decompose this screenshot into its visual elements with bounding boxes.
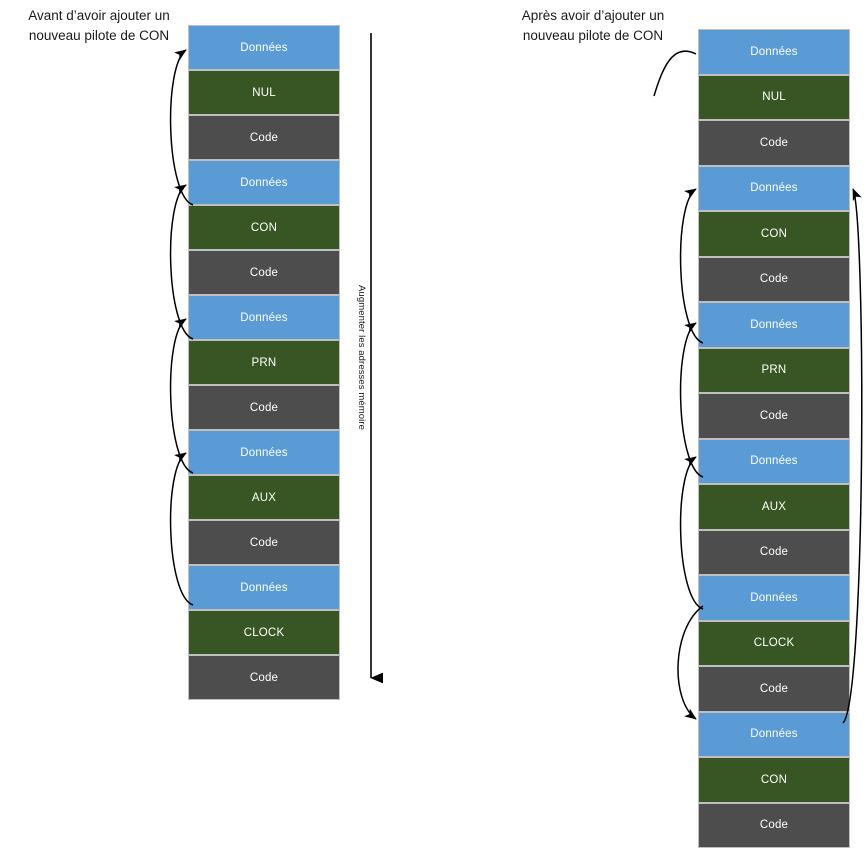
before-block-code-11: Code (188, 520, 340, 565)
after-block-code-2: Code (698, 120, 850, 166)
after-block-code-17: Code (698, 803, 850, 848)
after-block-data-0: Données (698, 29, 850, 75)
before-block-code-14: Code (188, 655, 340, 700)
after-block-data-6: Données (698, 302, 850, 348)
after-block-driver-10: AUX (698, 484, 850, 530)
after-block-data-15: Données (698, 712, 850, 758)
before-block-code-2: Code (188, 115, 340, 160)
after-block-code-5: Code (698, 257, 850, 303)
before-block-driver-4: CON (188, 205, 340, 250)
before-block-driver-7: PRN (188, 340, 340, 385)
after-block-data-12: Données (698, 575, 850, 621)
before-block-data-6: Données (188, 295, 340, 340)
after-block-driver-13: CLOCK (698, 621, 850, 667)
after-block-code-14: Code (698, 666, 850, 712)
after-block-data-3: Données (698, 166, 850, 212)
before-block-data-0: Données (188, 25, 340, 70)
caption-before: Avant d’avoir ajouter un nouveau pilote … (6, 6, 192, 46)
after-block-driver-4: CON (698, 211, 850, 257)
pointer-after-head (654, 51, 696, 96)
before-block-code-8: Code (188, 385, 340, 430)
caption-after: Après avoir d’ajouter un nouveau pilote … (500, 6, 686, 46)
before-block-driver-13: CLOCK (188, 610, 340, 655)
before-block-data-9: Données (188, 430, 340, 475)
before-block-data-12: Données (188, 565, 340, 610)
after-block-data-9: Données (698, 439, 850, 485)
after-block-code-11: Code (698, 530, 850, 576)
before-block-driver-1: NUL (188, 70, 340, 115)
memory-address-axis-label: Augmenter les adresses mémoire (356, 285, 367, 301)
after-block-code-8: Code (698, 393, 850, 439)
before-block-data-3: Données (188, 160, 340, 205)
before-block-code-5: Code (188, 250, 340, 295)
after-block-driver-16: CON (698, 757, 850, 803)
before-block-driver-10: AUX (188, 475, 340, 520)
after-block-driver-1: NUL (698, 75, 850, 121)
after-block-driver-7: PRN (698, 348, 850, 394)
